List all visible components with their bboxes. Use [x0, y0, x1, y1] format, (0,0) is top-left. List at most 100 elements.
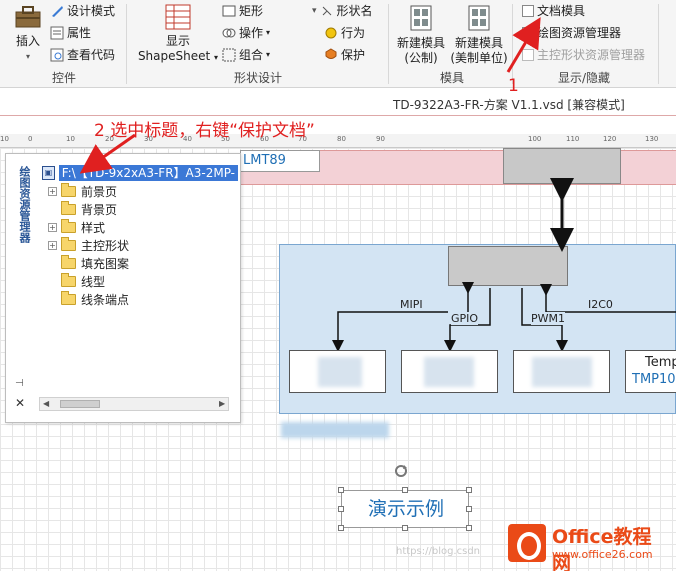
- selection-handle[interactable]: [466, 487, 472, 493]
- show-shapesheet-button[interactable]: 显示 ShapeSheet ▾: [136, 4, 220, 65]
- selection-handle[interactable]: [466, 506, 472, 512]
- master-explorer-checkbox[interactable]: 主控形状资源管理器: [522, 46, 645, 63]
- ruler-tick: 20: [105, 135, 114, 143]
- demo-text: 演示示例: [367, 498, 444, 520]
- tree-item-background-pages[interactable]: 背景页: [42, 200, 238, 218]
- toolbox-icon: [15, 6, 41, 28]
- selection-handle[interactable]: [466, 525, 472, 531]
- drawing-explorer-panel: 绘图资源管理器 ▣ F:\【TD-9x2xA3-FR】A3-2MP- + 前景页…: [5, 153, 241, 423]
- expand-icon[interactable]: +: [48, 222, 57, 232]
- bus-label-gpio: GPIO: [451, 312, 479, 325]
- new-stencil-us-button[interactable]: 新建模具 (美制单位): [450, 4, 508, 66]
- ruler-pencil-icon: [52, 5, 63, 17]
- temp-label: Temp: [645, 355, 676, 370]
- expand-icon[interactable]: +: [48, 240, 57, 250]
- insert-label: 插入: [15, 34, 40, 48]
- selection-handle[interactable]: [338, 487, 344, 493]
- master-explorer-label: 主控形状资源管理器: [537, 48, 646, 62]
- selection-handle[interactable]: [338, 525, 344, 531]
- combine-icon: [222, 48, 236, 61]
- selection-handle[interactable]: [338, 506, 344, 512]
- tree-item-label: 线条端点: [81, 292, 130, 307]
- group-controls-label: 控件: [52, 71, 77, 85]
- tree-item-masters[interactable]: + 主控形状: [42, 236, 238, 254]
- operation-button[interactable]: 操作 ▾: [222, 24, 270, 41]
- properties-button[interactable]: 属性: [50, 24, 91, 41]
- view-code-button[interactable]: 查看代码: [50, 46, 115, 63]
- component-box[interactable]: [401, 350, 498, 393]
- shape-name-icon: [322, 6, 331, 15]
- ribbon-separator: [126, 4, 127, 84]
- pin-icon[interactable]: ⊣: [15, 378, 24, 389]
- folder-icon: [61, 218, 76, 233]
- operation-icon: [222, 28, 236, 37]
- tree-item-label: 前景页: [81, 184, 118, 199]
- drawing-explorer-label: 绘图资源管理器: [537, 26, 622, 40]
- tree-item-styles[interactable]: + 样式: [42, 218, 238, 236]
- tree-item-label: 线型: [81, 274, 106, 289]
- lmt89-shape[interactable]: LMT89: [240, 150, 320, 172]
- ruler-tick: 110: [566, 135, 580, 143]
- group-show-hide-label: 显示/隐藏: [558, 71, 611, 85]
- doc-stencil-label: 文档模具: [537, 4, 586, 18]
- rectangle-button[interactable]: 矩形: [222, 2, 263, 19]
- shapesheet-label: ShapeSheet: [137, 49, 211, 63]
- component-box[interactable]: [513, 350, 610, 393]
- expand-icon[interactable]: +: [48, 186, 57, 196]
- blurred-caption: [281, 422, 389, 438]
- selection-handle[interactable]: [402, 525, 408, 531]
- blurred-content: [532, 357, 592, 387]
- folder-icon: [61, 272, 76, 287]
- component-box[interactable]: [289, 350, 386, 393]
- horizontal-scrollbar[interactable]: ◀ ▶: [39, 397, 229, 411]
- design-mode-button[interactable]: 设计模式: [50, 2, 115, 19]
- tree-item-foreground-pages[interactable]: + 前景页: [42, 182, 238, 200]
- ruler-tick: 30: [144, 135, 153, 143]
- properties-label: 属性: [67, 26, 92, 40]
- ruler-tick: 70: [298, 135, 307, 143]
- blurred-processor-shape[interactable]: [448, 246, 568, 286]
- new-stencil-metric-button[interactable]: 新建模具 (公制): [394, 4, 448, 66]
- horizontal-ruler: 10 0 10 20 30 40 50 60 70 80 90 100 110 …: [0, 134, 676, 148]
- properties-icon: [50, 26, 64, 39]
- folder-icon: [61, 254, 76, 269]
- ruler-tick: 10: [0, 135, 9, 143]
- new-stencil-metric-label: 新建模具: [396, 36, 445, 50]
- logo-name: Office教程网: [552, 526, 652, 571]
- scroll-left-icon[interactable]: ◀: [43, 399, 50, 408]
- ruler-tick: 130: [645, 135, 659, 143]
- show-label: 显示: [165, 34, 190, 48]
- shapesheet-icon: [165, 4, 191, 30]
- office-logo-icon: [508, 524, 546, 562]
- behavior-icon: [325, 27, 337, 38]
- tree-item-fill-patterns[interactable]: 填充图案: [42, 254, 238, 272]
- insert-button[interactable]: 插入 ▾: [8, 4, 48, 64]
- shape-name-button[interactable]: ▾ 形状名: [312, 2, 373, 19]
- blurred-content: [318, 357, 362, 387]
- doc-stencil-checkbox[interactable]: 文档模具: [522, 2, 585, 19]
- group-stencil-label: 模具: [440, 71, 465, 85]
- annotation-step-1: 1: [508, 76, 519, 96]
- combine-label: 组合: [239, 48, 264, 62]
- temp-sensor-box[interactable]: [625, 350, 676, 393]
- ruler-tick: 10: [66, 135, 75, 143]
- selection-handle[interactable]: [402, 487, 408, 493]
- chevron-down-icon: ▾: [266, 28, 271, 37]
- document-title: TD-9322A3-FR-方案 V1.1.vsd [兼容模式]: [393, 98, 625, 112]
- folder-icon: [61, 182, 76, 197]
- tree-item-label: 填充图案: [81, 256, 130, 271]
- operation-label: 操作: [239, 26, 264, 40]
- tree-item-line-patterns[interactable]: 线型: [42, 272, 238, 290]
- close-icon[interactable]: ✕: [15, 396, 26, 410]
- tree-item-line-ends[interactable]: 线条端点: [42, 290, 238, 308]
- scroll-right-icon[interactable]: ▶: [219, 399, 226, 408]
- combine-button[interactable]: 组合 ▾: [222, 46, 270, 63]
- shape-name-label: 形状名: [336, 4, 373, 18]
- behavior-button[interactable]: 行为: [324, 24, 365, 41]
- scrollbar-thumb[interactable]: [60, 400, 100, 408]
- rotate-handle-icon[interactable]: [392, 462, 410, 480]
- protect-button[interactable]: 保护: [324, 46, 365, 63]
- new-stencil-metric-sublabel: (公制): [404, 51, 438, 65]
- bus-label-pwm: PWM1: [531, 312, 565, 325]
